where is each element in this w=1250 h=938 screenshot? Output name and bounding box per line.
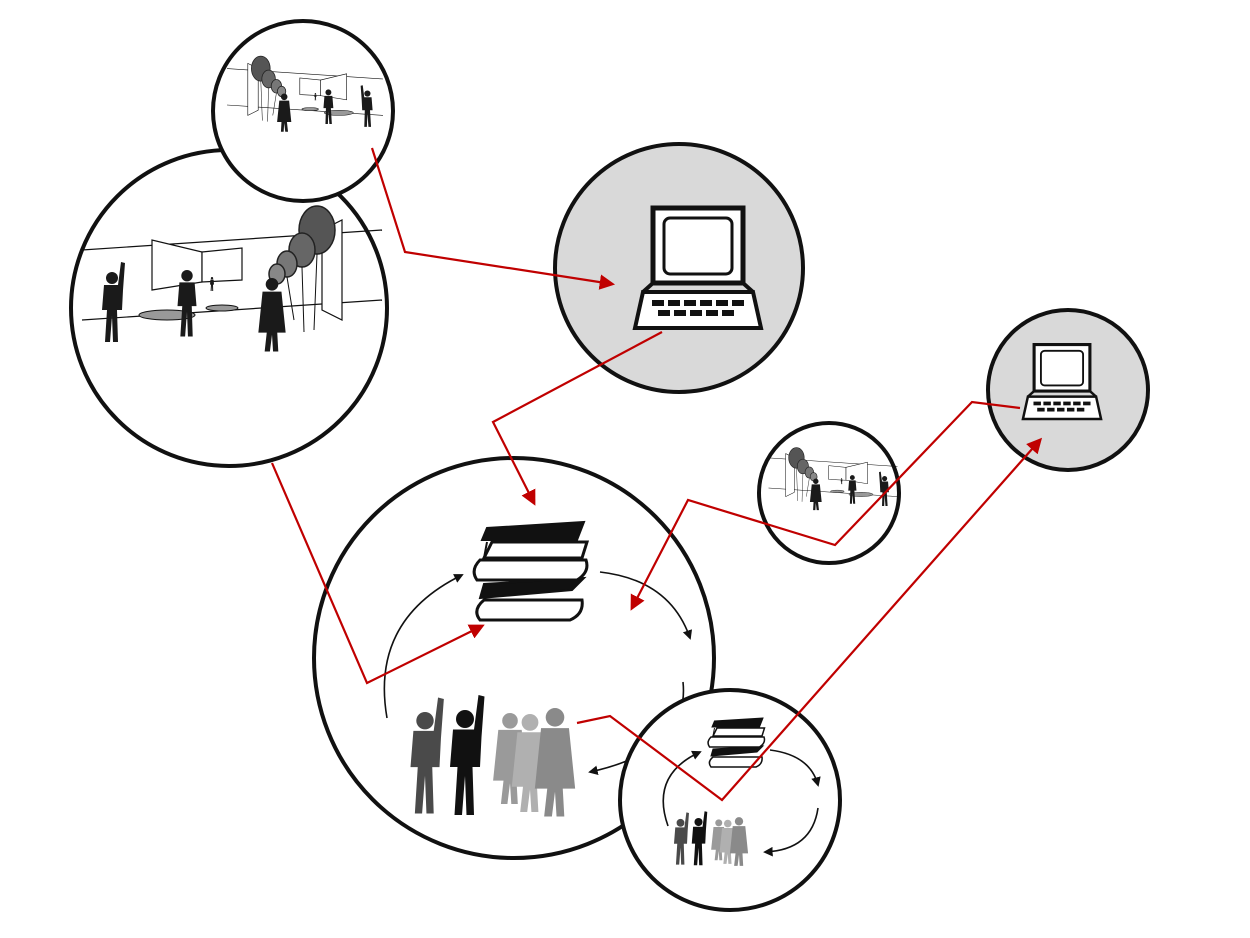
link-computer-small-to-street-small-to-books: [630, 400, 1021, 611]
node-street-scene-large: [69, 148, 389, 468]
books-stack-icon: [707, 717, 766, 768]
node-computer-small: [986, 308, 1150, 472]
node-street-scene-small: [757, 421, 901, 565]
link-computer-to-books: [491, 331, 663, 506]
computer-icon: [1021, 343, 1103, 421]
red-links: [270, 147, 1043, 802]
computer-icon: [635, 208, 761, 328]
link-people-to-books-small-to-computer-small: [576, 437, 1043, 802]
node-books-people-small: [618, 688, 842, 912]
books-stack-icon: [472, 520, 589, 622]
node-computer-large: [553, 142, 805, 394]
link-street-top-to-computer: [370, 147, 616, 290]
link-street-large-to-books: [270, 462, 485, 685]
node-street-scene-top: [211, 19, 395, 203]
